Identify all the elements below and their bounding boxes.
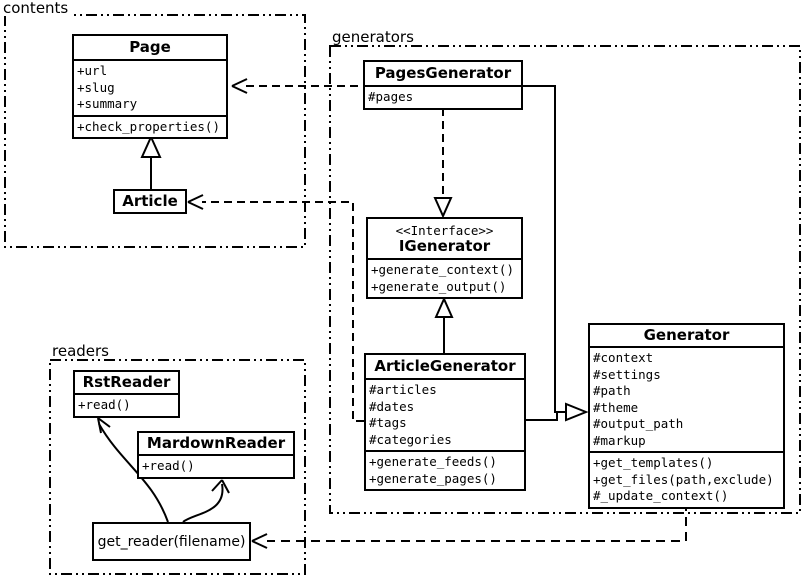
method: +generate_context() [371,262,514,277]
method: +read() [78,397,131,412]
class-name-generator: Generator [643,326,730,344]
generalization-article-page [140,134,162,189]
attribute: #theme [593,399,639,415]
method: #_update_context() [593,488,729,503]
class-methods-articlegenerator: +generate_feeds() +generate_pages() [366,450,524,489]
class-name-rstreader: RstReader [82,373,171,391]
attribute: #path [593,383,631,398]
attribute: #pages [368,89,414,104]
method: +read() [142,458,195,473]
method: +generate_pages() [369,470,497,486]
class-name-pagesgenerator: PagesGenerator [374,64,512,82]
attribute: #categories [369,431,452,447]
class-box-rstreader: RstReader +read() [73,370,180,418]
attribute: #context [593,350,654,365]
class-attributes-generator: #context #settings #path #theme #output_… [590,346,783,451]
package-readers-frame [49,359,306,575]
class-name-article: Article [122,192,178,210]
attribute: #markup [593,432,646,448]
attribute: #tags [369,415,407,430]
class-attributes-articlegenerator: #articles #dates #tags #categories [366,378,524,450]
class-box-mardownreader: MardownReader +read() [137,431,295,479]
function-box-get-reader: get_reader(filename) [92,522,251,561]
class-box-igenerator: <<Interface>> IGenerator +generate_conte… [366,217,523,299]
dependency-articlegenerator-article [187,194,364,422]
function-label: get_reader(filename) [97,533,246,550]
class-name-igenerator: IGenerator [398,237,491,255]
class-name-page: Page [129,38,171,56]
class-box-generator: Generator #context #settings #path #them… [588,323,785,509]
class-attributes-page: +url +slug +summary [74,59,226,115]
attribute: +url [77,63,108,78]
class-stereotype-igenerator: <<Interface>> [395,223,494,238]
package-label-generators: generators [332,28,416,46]
class-methods-generator: +get_templates() +get_files(path,exclude… [590,451,783,507]
class-methods-mardownreader: +read() [139,454,293,477]
attribute: #articles [369,382,437,397]
class-box-pagesgenerator: PagesGenerator #pages [363,60,523,110]
attribute: +summary [77,96,138,111]
arrow-getreader-mardownreader [182,479,230,523]
class-name-mardownreader: MardownReader [146,434,286,452]
method: +generate_output() [371,278,507,294]
attribute: +slug [77,79,115,95]
realization-pagesgenerator-igenerator [433,108,453,219]
method: +generate_feeds() [369,454,497,469]
attribute: #settings [593,366,661,382]
class-methods-igenerator: +generate_context() +generate_output() [368,258,521,297]
method: +get_templates() [593,455,714,470]
arrow-getreader-rstreader [97,417,169,523]
attribute: #dates [369,398,415,414]
package-label-readers: readers [52,342,111,360]
generalization-articlegenerator-igenerator [434,296,454,353]
class-box-articlegenerator: ArticleGenerator #articles #dates #tags … [364,353,526,491]
class-name-articlegenerator: ArticleGenerator [374,357,516,375]
package-contents-frame [4,14,306,248]
generalization-generators-generator [523,85,589,422]
class-attributes-pagesgenerator: #pages [365,85,521,108]
dependency-generator-getreader [251,502,687,549]
attribute: #output_path [593,416,684,431]
class-box-page: Page +url +slug +summary +check_properti… [72,34,228,139]
dependency-pagesgenerator-page [231,78,363,94]
method: +get_files(path,exclude) [593,471,774,487]
method: +check_properties() [77,118,220,134]
class-methods-rstreader: +read() [75,393,178,416]
class-box-article: Article [113,189,187,214]
package-label-contents: contents [3,0,71,17]
class-methods-page: +check_properties() [74,114,226,138]
package-generators-frame [329,45,801,514]
